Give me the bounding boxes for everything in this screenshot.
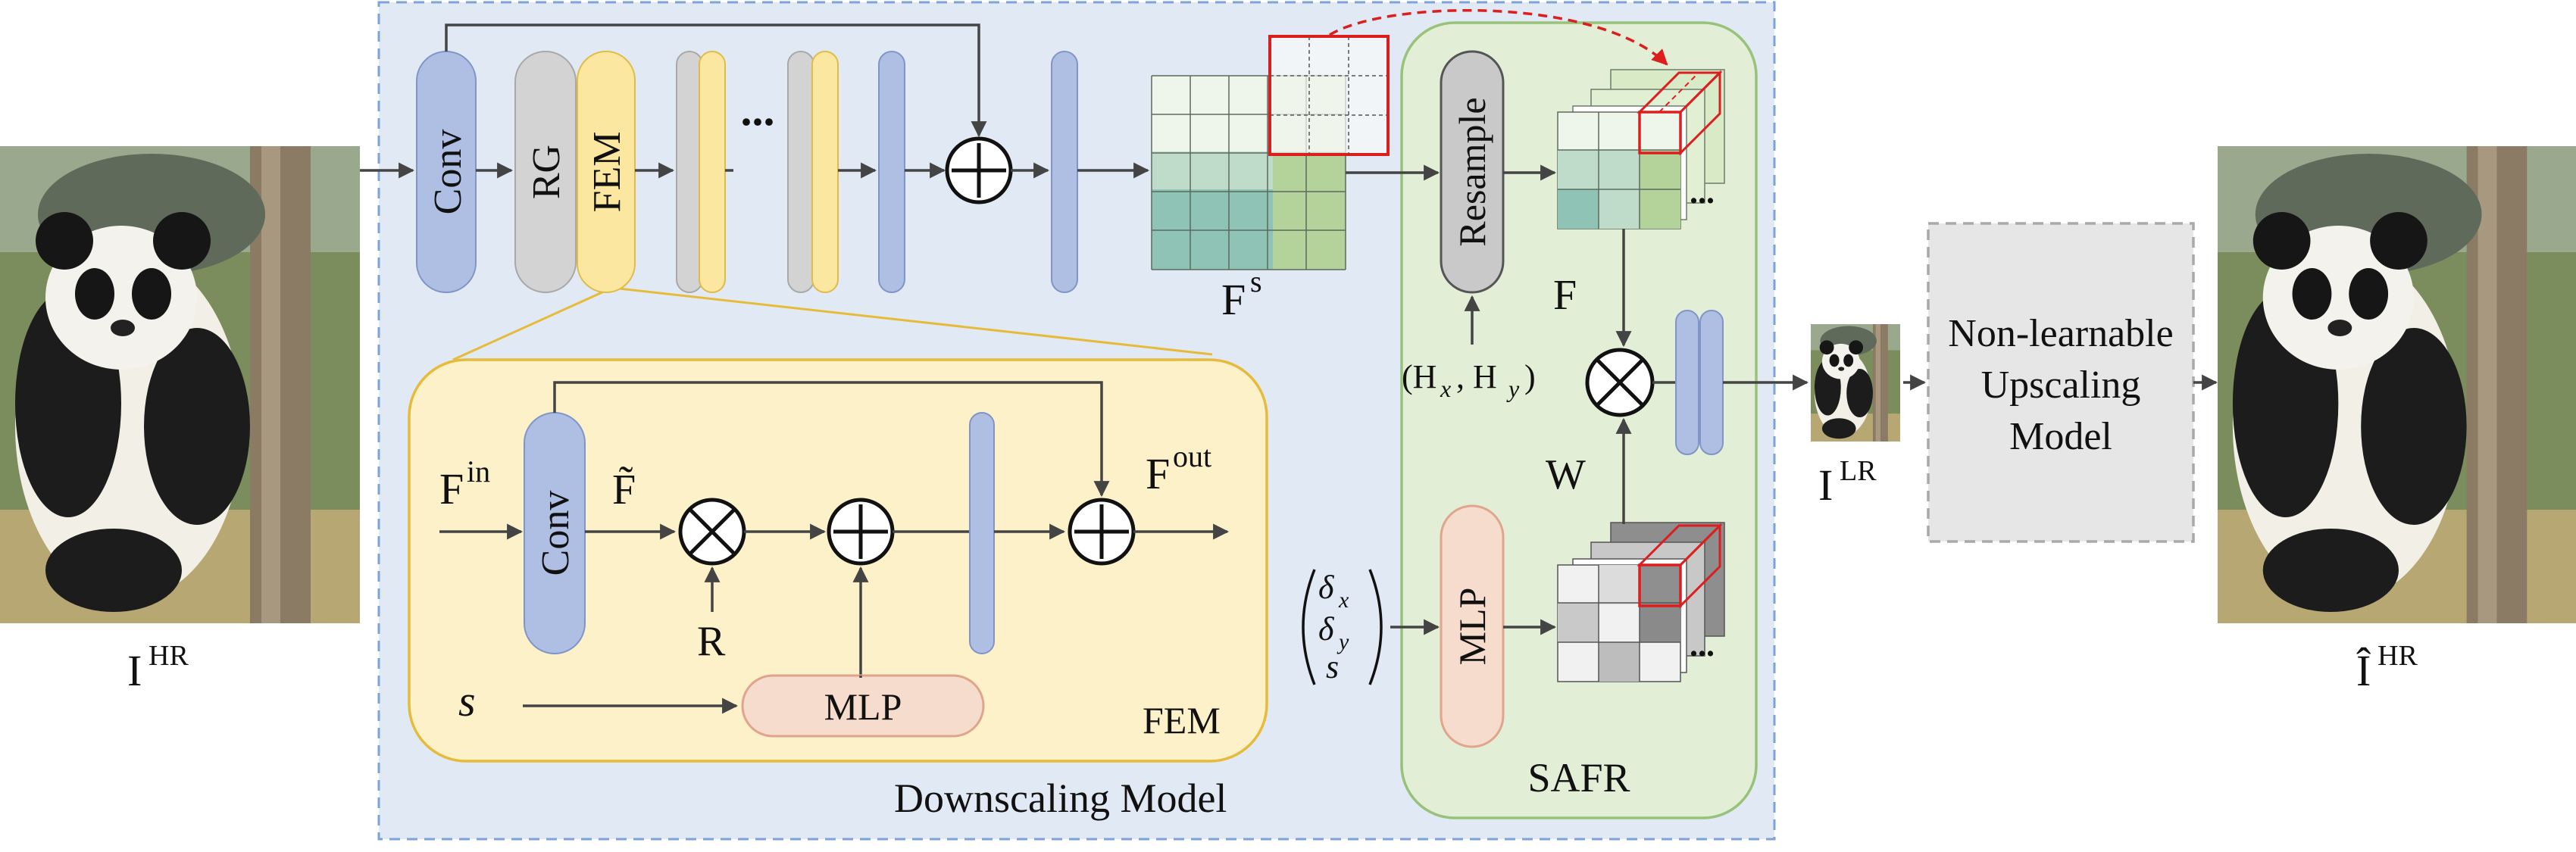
lr-image-label: I: [1818, 460, 1833, 510]
safr-label: SAFR: [1527, 755, 1630, 801]
safr-mlp-label: MLP: [1451, 588, 1493, 666]
upscaling-model-box: [1927, 222, 2195, 543]
svg-text:(H: (H: [1402, 358, 1436, 395]
feature-f-label: F: [1553, 272, 1577, 319]
rg-label: RG: [525, 145, 568, 199]
fem-fin-label: F: [439, 464, 464, 513]
feature-fs-label: F: [1221, 275, 1246, 324]
fem-zoom-line-right: [611, 286, 1213, 356]
panda-lr-image: [1811, 324, 1900, 442]
svg-text:, H: , H: [1456, 358, 1497, 395]
conv-block-2: [878, 51, 905, 293]
svg-text:y: y: [1506, 375, 1520, 402]
svg-text:δ: δ: [1318, 569, 1335, 606]
svg-text:): ): [1524, 358, 1536, 395]
fem-zoom-line-left: [452, 286, 613, 361]
fem-block: [577, 51, 636, 293]
top-connectors: [360, 23, 1150, 179]
stack-w-dots: ...: [1690, 626, 1715, 663]
conv-block-3: [1051, 51, 1078, 293]
safr-out-block-2: [1699, 310, 1724, 455]
fem-skip-connection: [553, 381, 1110, 498]
fem-fin-sup: in: [467, 454, 490, 488]
svg-text:δ: δ: [1318, 610, 1335, 648]
weight-stack-w: ...: [1557, 522, 1725, 682]
safr-out-block-1: [1675, 310, 1699, 455]
feature-fs-sup: s: [1250, 264, 1262, 298]
rg-block: [514, 51, 577, 293]
output-image-label: Î: [2356, 646, 2371, 695]
fem-panel: [408, 358, 1268, 763]
resample-coords: (H x , H y ): [1402, 358, 1536, 402]
fem-block-2: [699, 51, 726, 293]
upscale-line-3: Model: [2009, 415, 2112, 458]
panda-output-image: [2218, 146, 2576, 623]
fem-fout-label: F: [1146, 449, 1170, 498]
feature-grid-fs: [1151, 35, 1390, 270]
fem-fout-sup: out: [1173, 439, 1211, 473]
panda-hr-image: [0, 146, 360, 623]
lr-image-sup: LR: [1840, 455, 1877, 487]
fem-block-n: [811, 51, 839, 293]
fem-mlp-block: [741, 674, 985, 738]
fem-mlp-label: MLP: [824, 685, 902, 728]
rg-block-n: [787, 51, 814, 293]
upscale-line-2: Upscaling: [1981, 364, 2141, 407]
downscaling-model-label: Downscaling Model: [894, 776, 1227, 821]
feature-stack-f: ...: [1557, 69, 1725, 229]
svg-text:x: x: [1338, 588, 1349, 613]
rg-block-2: [676, 51, 703, 293]
input-image-label: I: [127, 646, 142, 695]
fem-s-label: s: [458, 676, 476, 726]
conv-label: Conv: [427, 130, 470, 215]
fem-block-label: FEM: [586, 132, 629, 213]
fem-panel-label: FEM: [1143, 699, 1221, 741]
offset-scale-vector: δ x δ y s: [1302, 569, 1383, 685]
svg-text:x: x: [1440, 375, 1451, 402]
repeat-dots: ...: [741, 85, 775, 135]
upscale-line-1: Non-learnable: [1948, 312, 2173, 355]
sampling-arrow: [1329, 8, 1668, 66]
svg-text:s: s: [1326, 648, 1339, 685]
fem-r-label: R: [697, 618, 726, 665]
stack-f-dots: ...: [1690, 173, 1715, 211]
fem-conv-block-2: [969, 412, 995, 654]
fem-conv-label: Conv: [534, 491, 577, 576]
output-image-sup: HR: [2377, 640, 2418, 672]
weight-w-label: W: [1546, 451, 1586, 498]
svg-text:y: y: [1336, 629, 1349, 654]
fem-ftilde-label: F̃: [612, 466, 636, 513]
input-image-sup: HR: [148, 640, 189, 672]
resample-label: Resample: [1451, 97, 1493, 246]
